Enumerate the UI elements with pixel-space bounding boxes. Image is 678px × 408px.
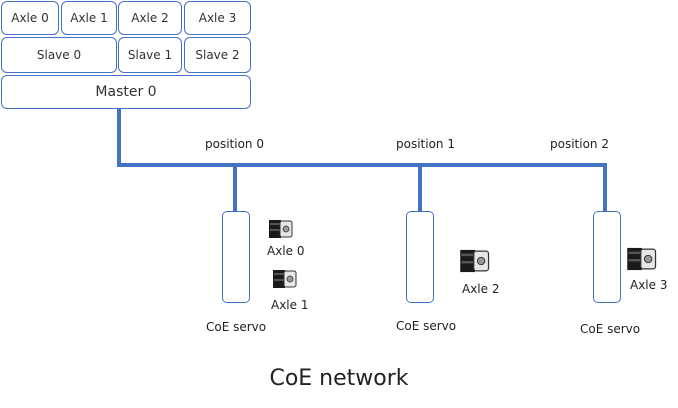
drop-line-0 — [233, 165, 237, 212]
stepper-motor-icon — [269, 220, 293, 238]
diagram-title: CoE network — [269, 366, 409, 391]
servo-box-2 — [593, 211, 621, 303]
master-box: Master 0 — [1, 75, 251, 109]
servo-box-0 — [222, 211, 250, 303]
axle-motor-label-1: Axle 1 — [271, 298, 309, 312]
slave-box-0: Slave 0 — [1, 37, 117, 73]
slave-box-1: Slave 1 — [118, 37, 182, 73]
master-drop-line — [117, 109, 121, 166]
servo-label-1: CoE servo — [396, 319, 457, 333]
position-label-2: position 2 — [550, 137, 609, 151]
axle-label: Axle 1 — [70, 11, 108, 25]
bus-line — [117, 163, 607, 167]
servo-label-0: CoE servo — [206, 320, 267, 334]
axle-box-1: Axle 1 — [61, 1, 117, 35]
position-label-0: position 0 — [205, 137, 264, 151]
axle-box-2: Axle 2 — [118, 1, 182, 35]
master-label: Master 0 — [95, 84, 157, 100]
slave-box-2: Slave 2 — [184, 37, 251, 73]
position-label-1: position 1 — [396, 137, 455, 151]
axle-label: Axle 2 — [131, 11, 169, 25]
axle-box-0: Axle 0 — [1, 1, 59, 35]
axle-box-3: Axle 3 — [184, 1, 251, 35]
axle-label: Axle 3 — [198, 11, 237, 25]
drop-line-1 — [418, 165, 422, 212]
drop-line-2 — [603, 165, 607, 212]
slave-label: Slave 0 — [36, 48, 82, 62]
servo-box-1 — [406, 211, 434, 303]
axle-motor-label-0: Axle 0 — [267, 244, 305, 258]
stepper-motor-icon — [460, 249, 490, 273]
axle-label: Axle 0 — [11, 11, 49, 25]
servo-label-2: CoE servo — [580, 322, 641, 336]
slave-label: Slave 1 — [127, 48, 173, 62]
slave-label: Slave 2 — [195, 48, 240, 62]
stepper-motor-icon — [627, 247, 657, 271]
axle-motor-label-3: Axle 3 — [630, 278, 668, 292]
stepper-motor-icon — [273, 270, 297, 288]
axle-motor-label-2: Axle 2 — [462, 282, 500, 296]
